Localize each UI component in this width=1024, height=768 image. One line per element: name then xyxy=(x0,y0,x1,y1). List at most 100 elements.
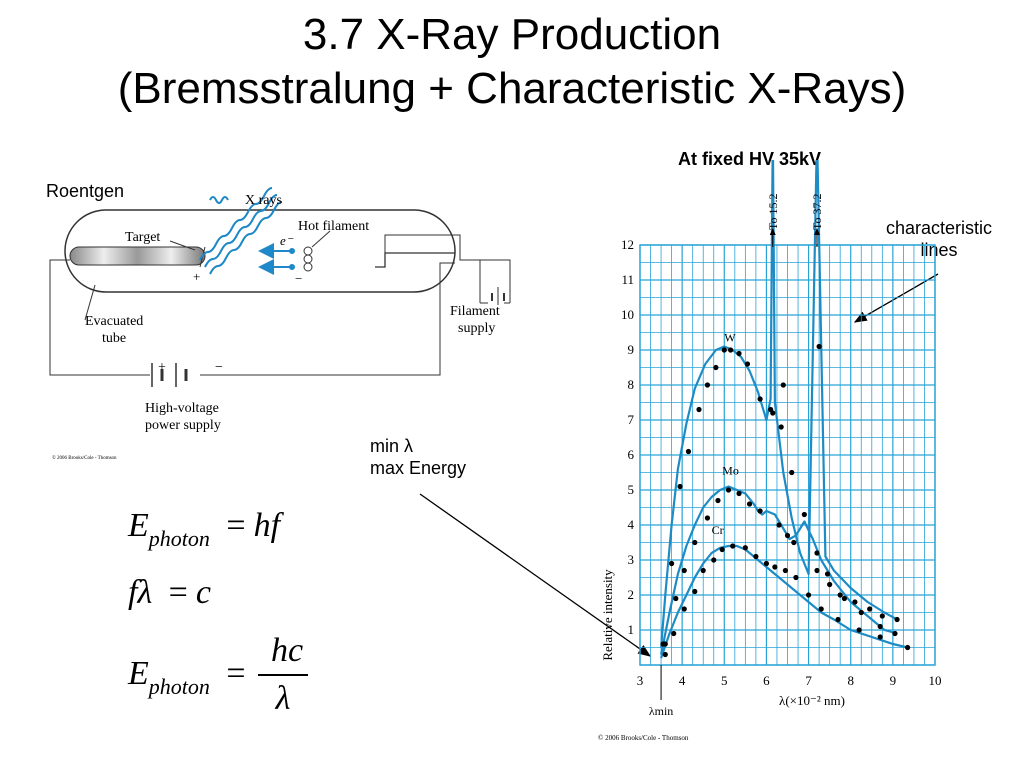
anode-plus-label: + xyxy=(193,269,200,284)
data-point-cr xyxy=(700,567,706,574)
data-point-mo xyxy=(757,508,763,514)
glass-tube xyxy=(64,209,456,293)
data-point-cr xyxy=(692,588,698,595)
peak-label: To 15.2 xyxy=(766,194,780,231)
filament-circuit xyxy=(384,234,511,303)
data-point-cr xyxy=(856,627,862,633)
title-line-1: 3.7 X-Ray Production xyxy=(302,10,722,59)
hv-plus-label: + xyxy=(158,360,166,375)
data-point-w xyxy=(704,382,711,388)
data-point-w xyxy=(685,448,692,455)
data-point-w xyxy=(696,406,702,413)
fraction-numerator: hc xyxy=(270,632,304,669)
xray-wave xyxy=(204,194,278,268)
data-point-cr xyxy=(719,546,725,553)
target-label: Target xyxy=(125,230,160,245)
characteristic-lines-label: characteristic lines xyxy=(864,217,1014,261)
data-point-cr xyxy=(763,560,770,567)
y-tick-label: 4 xyxy=(628,517,635,532)
series-line-w xyxy=(660,160,898,648)
data-point-cr xyxy=(818,606,824,612)
hv-supply-label-1: High-voltage xyxy=(145,401,219,416)
series-line-mo xyxy=(660,485,898,655)
min-lambda-line-2: max Energy xyxy=(370,458,467,478)
y-tick-label: 7 xyxy=(628,412,635,427)
data-point-w xyxy=(867,606,873,612)
data-point-mo xyxy=(736,490,742,497)
min-lambda-arrow xyxy=(419,493,652,657)
chart-copyright: © 2006 Brooks/Cole - Thomson xyxy=(598,734,689,742)
peak-arrowhead xyxy=(769,228,776,235)
data-point-cr xyxy=(753,553,759,560)
y-tick-label: 12 xyxy=(621,237,634,252)
title-line-2: (Bremsstralung + Characteristic X-Rays) xyxy=(117,64,907,113)
data-point-mo xyxy=(725,487,732,493)
y-tick-label: 8 xyxy=(628,377,635,392)
filament-coil-icon xyxy=(303,246,313,272)
lambda-min-label: λmin xyxy=(649,704,674,718)
chart-grid xyxy=(639,244,936,666)
y-tick-label: 11 xyxy=(621,272,634,287)
data-point-cr xyxy=(730,543,736,549)
data-point-mo xyxy=(673,595,679,602)
data-point-w xyxy=(721,347,727,353)
min-lambda-line-1: min λ xyxy=(370,436,414,456)
hv-circuit xyxy=(49,259,150,376)
data-point-cr xyxy=(835,616,841,623)
roentgen-label: Roentgen xyxy=(46,181,125,201)
x-tick-label: 10 xyxy=(929,673,942,688)
series-label-w: W xyxy=(724,330,736,344)
data-point-mo xyxy=(791,539,797,546)
data-point-w xyxy=(789,469,795,476)
data-point-mo xyxy=(877,623,883,630)
data-point-w xyxy=(736,350,742,357)
data-point-cr xyxy=(742,545,748,551)
fraction-denominator: λ xyxy=(275,680,291,717)
x-tick-label: 9 xyxy=(890,673,897,688)
hv-supply-label-2: power supply xyxy=(145,418,221,433)
data-point-cr xyxy=(782,567,788,574)
data-point-mo xyxy=(776,522,782,528)
slide-title: 3.7 X-Ray Production (Bremsstralung + Ch… xyxy=(0,8,1024,116)
data-point-w xyxy=(852,599,858,605)
evacuated-tube-label-1: Evacuated xyxy=(85,314,143,329)
x-tick-label: 3 xyxy=(637,673,644,688)
y-tick-label: 1 xyxy=(628,622,635,637)
data-point-mo xyxy=(746,501,753,507)
data-point-w xyxy=(780,382,786,388)
data-point-cr xyxy=(711,557,717,563)
xray-wave xyxy=(199,187,273,261)
data-point-cr xyxy=(772,564,778,570)
peak-arrowhead xyxy=(814,228,820,235)
peak-label: To 37.2 xyxy=(810,194,824,231)
x-tick-label: 8 xyxy=(847,673,854,688)
cathode-minus-label: − xyxy=(295,271,302,286)
xray-wave xyxy=(209,201,283,275)
x-tick-label: 6 xyxy=(763,673,770,688)
y-tick-label: 2 xyxy=(628,587,635,602)
y-tick-label: 5 xyxy=(628,482,635,497)
data-point-w xyxy=(837,592,843,598)
data-point-cr xyxy=(681,606,687,612)
chart-points xyxy=(660,343,911,658)
y-axis-label: Relative intensity xyxy=(600,569,615,661)
electron-label: e⁻ xyxy=(280,233,294,248)
x-tick-label: 5 xyxy=(721,673,728,688)
data-point-w xyxy=(824,571,831,577)
characteristic-line-1: characteristic xyxy=(885,218,993,238)
data-point-w xyxy=(814,550,820,556)
y-tick-label: 6 xyxy=(628,447,635,462)
data-point-w xyxy=(757,396,763,402)
cathode xyxy=(375,252,455,268)
y-tick-label: 10 xyxy=(621,307,634,322)
data-point-mo xyxy=(827,581,833,588)
hv-minus-label: − xyxy=(215,360,223,375)
data-point-mo xyxy=(704,515,711,521)
y-tick-label: 3 xyxy=(628,552,635,567)
data-point-mo xyxy=(715,497,721,504)
min-lambda-label: min λ max Energy xyxy=(370,435,466,479)
data-point-cr xyxy=(793,574,799,581)
data-point-mo xyxy=(858,609,864,616)
data-point-mo xyxy=(892,630,898,637)
